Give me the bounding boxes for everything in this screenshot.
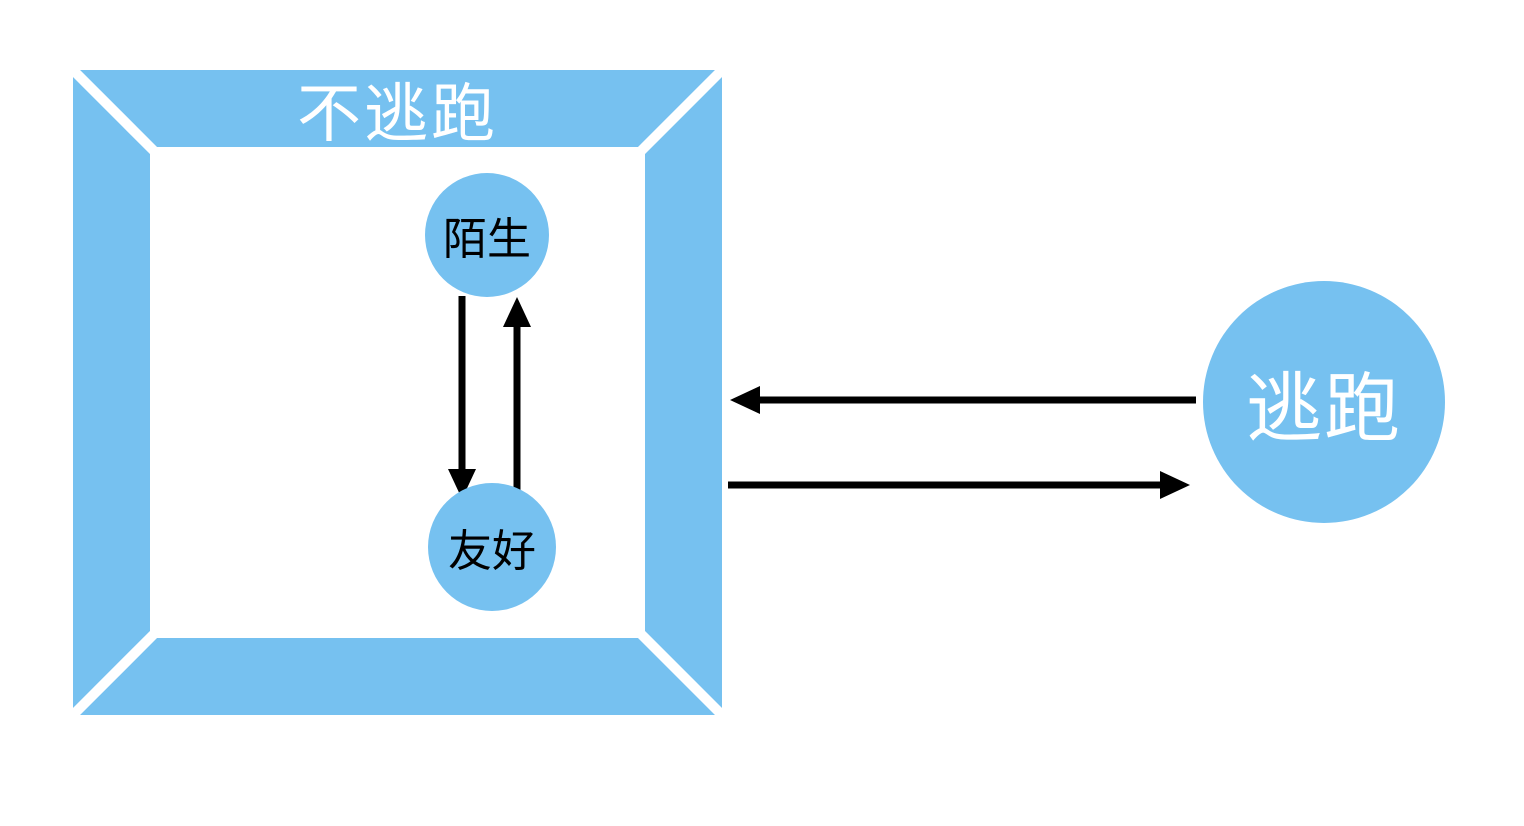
node-friendly-label: 友好 [448, 527, 536, 576]
arrow-enclosure-to-flee [728, 471, 1190, 499]
node-stranger-label: 陌生 [443, 215, 531, 264]
arrow-up-head-icon [503, 297, 531, 327]
arrow-flee-to-enclosure [730, 386, 1196, 414]
frame-miter-bottom-left [65, 630, 158, 723]
arrow-stranger-to-friendly [448, 296, 476, 499]
no-flee-enclosure-frame [73, 70, 722, 715]
frame-miter-top-left [65, 62, 158, 155]
frame-miter-bottom-right [637, 630, 730, 723]
arrow-right-head-icon [1160, 471, 1190, 499]
frame-miter-top-right [637, 62, 730, 155]
node-flee-label: 逃跑 [1246, 367, 1402, 452]
arrow-friendly-to-stranger [503, 297, 531, 490]
frame-corner-miters [65, 62, 730, 723]
arrow-down-head-icon [448, 469, 476, 499]
node-flee: 逃跑 [1203, 281, 1445, 523]
node-friendly: 友好 [428, 483, 556, 611]
arrow-left-head-icon [730, 386, 760, 414]
node-stranger: 陌生 [425, 173, 549, 297]
